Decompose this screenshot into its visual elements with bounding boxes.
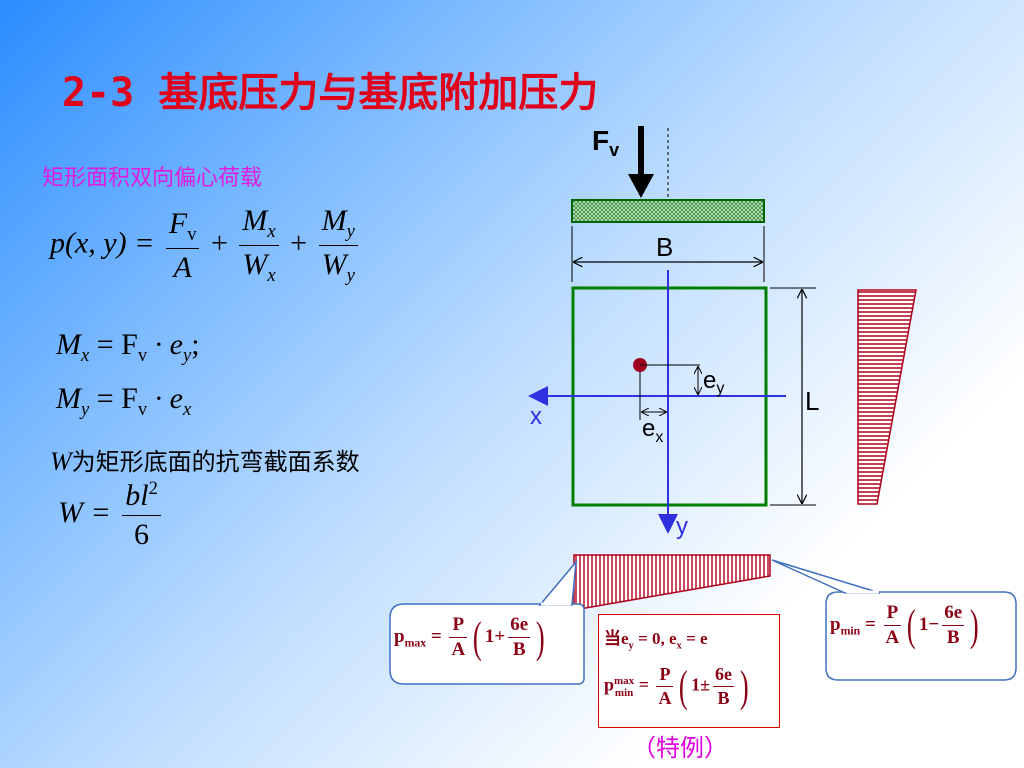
- eq1-frac-my: My Wy: [318, 204, 358, 287]
- y-axis-label: y: [676, 513, 688, 540]
- load-arrowhead: [628, 174, 654, 198]
- special-case-box: [598, 614, 780, 728]
- special-case-condition: 当ey = 0, ex = e: [604, 629, 708, 652]
- section-modulus-description: W为矩形底面的抗弯截面系数: [50, 447, 360, 476]
- pressure-diagram-vertical: [857, 289, 917, 505]
- special-case-label: （特例）: [632, 734, 728, 762]
- x-axis-label: x: [530, 403, 542, 430]
- eq1-frac-force: Fv A: [165, 207, 200, 285]
- slide-title: 2-3 基底压力与基底附加压力: [62, 70, 599, 116]
- eq1-lhs: p(x, y) =: [50, 226, 155, 260]
- width-label: B: [656, 232, 673, 262]
- pressure-equation: p(x, y) = Fv A + Mx Wx + My Wy: [50, 204, 362, 287]
- load-label: Fv: [592, 125, 619, 160]
- pmax-callout-shape: [389, 603, 585, 685]
- length-label: L: [805, 386, 819, 416]
- pmin-callout-shape: [825, 591, 1017, 681]
- ex-label: ex: [642, 415, 663, 446]
- section-modulus-equation: W = bl2 6: [58, 478, 165, 552]
- pressure-diagram-horizontal: [573, 554, 771, 611]
- slide-subtitle: 矩形面积双向偏心荷载: [42, 166, 263, 191]
- ey-label: ey: [703, 367, 724, 397]
- footing-strip: [571, 199, 765, 223]
- moment-x-equation: Mx = Fv · ey;: [56, 328, 200, 366]
- moment-y-equation: My = Fv · ex: [56, 382, 192, 420]
- eq1-frac-mx: Mx Wx: [239, 204, 279, 287]
